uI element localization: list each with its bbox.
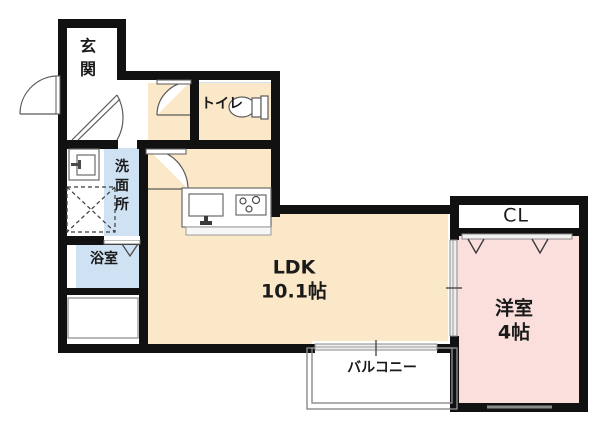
wall-bottom-left <box>58 344 148 353</box>
wall-bedroom-left-stub <box>450 228 459 240</box>
kitchen-sink <box>188 193 224 225</box>
toilet-bowl <box>228 95 269 120</box>
wall-closet-left <box>450 196 459 236</box>
label-yokushitsu: 浴室 <box>90 250 118 267</box>
doors-and-openings <box>19 75 573 356</box>
label-youshitsu-area: 4帖 <box>498 321 530 344</box>
wall-bath-bottom <box>58 288 139 295</box>
label-senmenjo-line2: 面 <box>115 178 129 194</box>
wall-washroom-right <box>139 140 148 352</box>
ldk-door-swing[interactable] <box>145 148 189 190</box>
youshitsu-floor <box>456 235 579 407</box>
wall-ldk-step <box>271 205 459 214</box>
balcony-floor <box>312 341 452 403</box>
balcony-sliding-door[interactable] <box>314 340 438 356</box>
wall-genkan-top <box>58 19 126 28</box>
wall-closet-bottom <box>450 228 580 236</box>
yokushitsu-floor <box>66 244 145 292</box>
structural-walls <box>58 19 588 412</box>
wall-toilet-bottom <box>190 140 280 149</box>
kitchen-stove-3burner <box>235 194 267 216</box>
yokushitsu-alcove <box>66 244 76 292</box>
kitchen-counter <box>181 187 272 236</box>
label-genkan-line1: 玄 <box>80 37 96 56</box>
wall-right-outer <box>579 196 588 412</box>
label-ldk-area: 10.1帖 <box>261 280 327 303</box>
label-genkan-line2: 関 <box>80 60 96 79</box>
label-senmenjo-line1: 洗 <box>115 158 129 175</box>
bedroom-sliding-door[interactable] <box>446 239 462 337</box>
label-youshitsu-name: 洋室 <box>495 297 533 320</box>
label-ldk-name: LDK <box>273 257 317 279</box>
wall-bath-top <box>58 236 139 245</box>
label-toilet: トイレ <box>201 96 243 112</box>
washing-machine-space <box>66 186 116 233</box>
label-balcony: バルコニー <box>347 360 417 376</box>
wall-genkan-left <box>58 19 67 144</box>
toilet-door-swing[interactable] <box>156 79 192 116</box>
entrance-door-swing[interactable] <box>19 75 61 115</box>
label-closet: CL <box>503 205 529 227</box>
room-labels: 玄 関 トイレ 洗 面 所 浴室 LDK 10.1帖 CL 洋室 4帖 バルコニ… <box>80 37 533 377</box>
wall-toilet-left <box>190 71 199 149</box>
wall-bedroom-left-lower <box>450 336 459 412</box>
wall-hall-bottom-left <box>58 140 118 149</box>
wall-hall-bottom-mid <box>137 140 190 149</box>
hall-door-swing[interactable] <box>71 94 124 141</box>
label-senmenjo-line3: 所 <box>115 196 129 213</box>
wall-closet-top <box>450 196 588 205</box>
closet-folding-doors[interactable] <box>461 233 573 255</box>
vanity-sink <box>68 148 100 181</box>
wall-genkan-right-upper <box>117 19 126 79</box>
wall-left-outer <box>58 140 67 352</box>
washroom-opening <box>104 236 140 240</box>
wall-ldk-bottom-a <box>139 344 315 353</box>
fixtures <box>66 95 272 339</box>
storage-cabinet <box>67 297 139 339</box>
